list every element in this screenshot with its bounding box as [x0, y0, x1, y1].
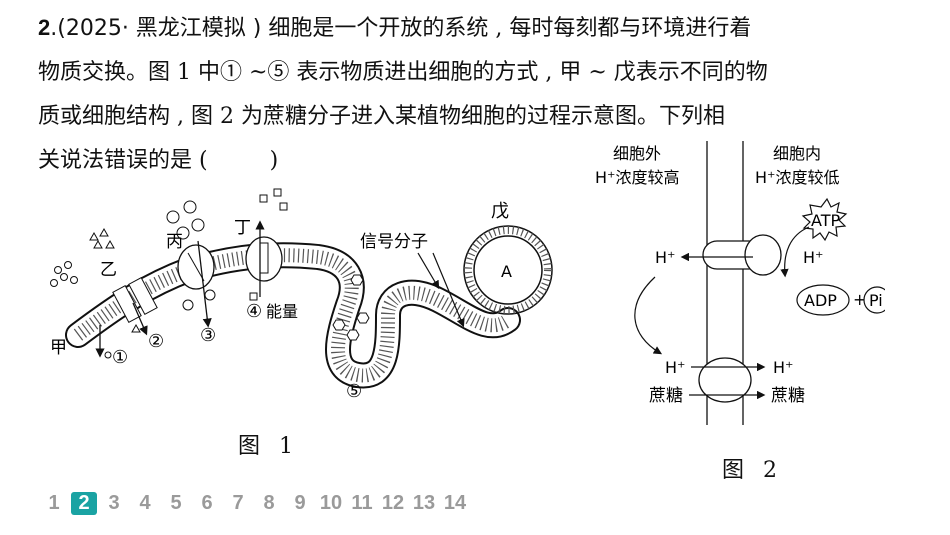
page-1-link[interactable]: 1: [48, 492, 60, 514]
sucrose-inside: 蔗糖: [771, 386, 805, 406]
protein-ding: [245, 236, 283, 282]
adp-label: ADP: [804, 291, 837, 310]
page-2-link[interactable]: 2: [71, 492, 97, 515]
h-return-arrow: [634, 276, 663, 355]
page-13-link[interactable]: 13: [412, 492, 436, 514]
question-line-1: 2.(2025· 黑龙江模拟 ) 细胞是一个开放的系统 , 每时每刻都与环境进行…: [38, 6, 928, 51]
question-text: 2.(2025· 黑龙江模拟 ) 细胞是一个开放的系统 , 每时每刻都与环境进行…: [38, 6, 928, 183]
label-method-3: ③: [200, 325, 216, 346]
inside-title: 细胞内: [773, 144, 821, 163]
label-method-5: ⑤: [346, 381, 362, 402]
figure-1-diagram: A 戊 信号分子 甲 乙 丙 丁 ① ② ③ ④ 能量 ⑤: [50, 188, 553, 402]
atp-burst: [801, 197, 848, 242]
label-energy: 能量: [266, 302, 298, 321]
figure-2-caption: 图 2: [722, 458, 783, 483]
protein-yi: [112, 277, 158, 323]
arrow-3: [197, 240, 212, 328]
arrow-2: [132, 302, 148, 336]
inside-h-low: H⁺浓度较低: [755, 168, 839, 187]
page-8-link[interactable]: 8: [263, 492, 275, 514]
page-4-link[interactable]: 4: [139, 492, 151, 514]
vesicle-label: A: [501, 262, 512, 281]
label-method-1: ①: [112, 347, 128, 368]
page-9-link[interactable]: 9: [294, 492, 306, 514]
question-line-2: 物质交换。图 1 中① ~⑤ 表示物质进出细胞的方式 , 甲 ~ 戊表示不同的物: [38, 60, 768, 85]
label-jia: 甲: [50, 338, 67, 358]
label-method-2: ②: [148, 331, 164, 352]
plus-sign: +: [853, 290, 866, 309]
signal-pointer-2: [432, 252, 465, 328]
label-signal-molecule: 信号分子: [360, 232, 428, 252]
question-line-4: 关说法错误的是 (): [38, 139, 928, 183]
figure-2-diagram: 细胞外 H⁺浓度较高 细胞内 H⁺浓度较低 ATP ADP + Pi H⁺ H⁺…: [595, 141, 885, 425]
pi-label: Pi: [869, 291, 883, 310]
question-line-4-close: ): [269, 148, 279, 173]
question-line-4-text: 关说法错误的是 (: [38, 148, 208, 173]
label-yi: 乙: [100, 260, 117, 280]
atp-arrow: [780, 226, 810, 278]
page-5-link[interactable]: 5: [170, 492, 182, 514]
page-6-link[interactable]: 6: [201, 492, 213, 514]
adp-oval: [796, 284, 850, 316]
question-line-3: 质或细胞结构 , 图 2 为蔗糖分子进入某植物细胞的过程示意图。下列相: [38, 104, 725, 129]
label-bing: 丙: [166, 232, 183, 252]
pump-h-inside: H⁺: [803, 248, 823, 267]
outside-title: 细胞外: [613, 144, 661, 163]
sucrose-outside: 蔗糖: [649, 386, 683, 406]
cotransport-h-outside: H⁺: [665, 358, 685, 377]
molecules-outside: [50, 188, 370, 359]
proton-pump: [702, 234, 782, 276]
label-ding: 丁: [234, 218, 251, 238]
page-3-link[interactable]: 3: [108, 492, 120, 514]
page-14-link[interactable]: 14: [443, 492, 467, 514]
page-7-link[interactable]: 7: [232, 492, 244, 514]
pi-circle: [863, 286, 885, 314]
question-source: .(2025· 黑龙江模拟 ): [50, 16, 262, 41]
figure-1-caption: 图 1: [238, 434, 299, 459]
page-12-link[interactable]: 12: [381, 492, 405, 514]
page-11-link[interactable]: 11: [351, 492, 373, 514]
question-line-1-text: 细胞是一个开放的系统 , 每时每刻都与环境进行着: [268, 16, 752, 41]
pump-h-outside: H⁺: [655, 248, 675, 267]
label-method-4: ④: [246, 301, 262, 322]
label-wu: 戊: [491, 201, 509, 222]
atp-label: ATP: [811, 211, 840, 230]
outside-h-high: H⁺浓度较高: [595, 168, 679, 187]
cotransport-h-inside: H⁺: [773, 358, 793, 377]
page-10-link[interactable]: 10: [319, 492, 343, 514]
sucrose-h-cotransporter: [698, 357, 752, 403]
signal-pointer: [417, 252, 440, 290]
protein-bing: [177, 244, 215, 290]
vesicle-wu: A: [463, 225, 553, 315]
question-number: 2: [38, 15, 51, 40]
